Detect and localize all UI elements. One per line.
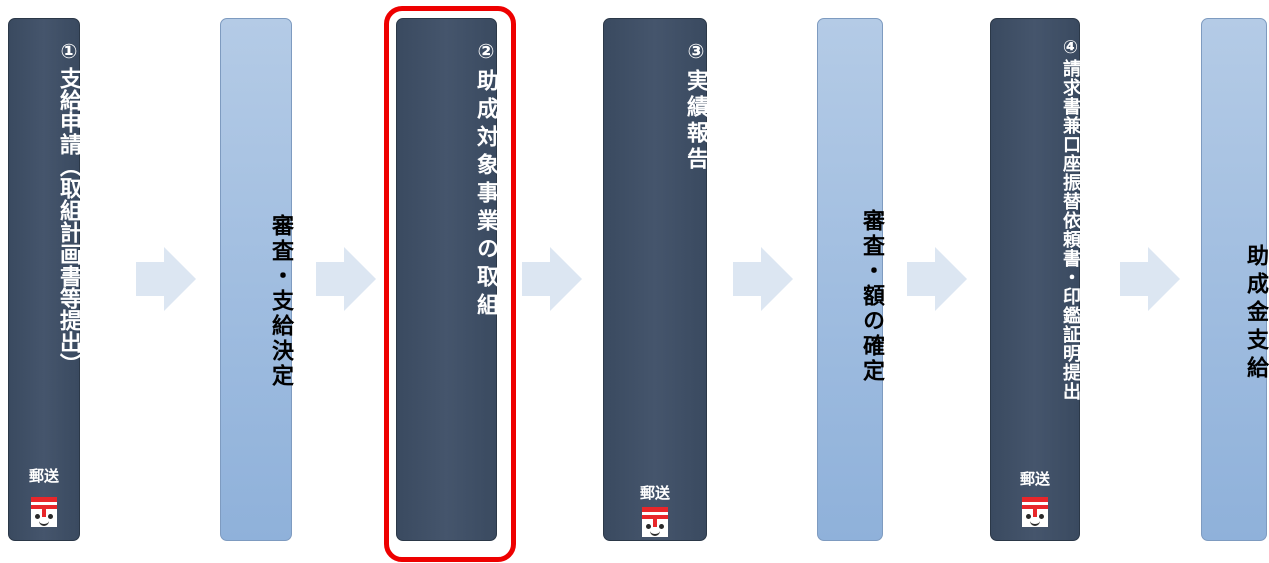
review-approval-column: 審査・支給決定 [220,18,293,541]
right-arrow-icon [316,247,376,311]
review-amount-column: 審査・額の確定 [817,18,884,541]
step-2-column: ② 助成対象事業の取組 [396,18,498,541]
step-2-label: 助成対象事業の取組 [473,69,498,321]
postbox-icon [31,497,57,527]
grant-payment-label: 助成金支給 [1243,244,1268,384]
right-arrow-icon [522,247,582,311]
right-arrow-icon [733,247,793,311]
right-arrow-icon [136,247,196,311]
right-arrow-icon [1120,247,1180,311]
grant-payment-column: 助成金支給 [1201,18,1268,541]
review-approval-label: 審査・支給決定 [268,214,293,389]
step-1-number: ① [57,39,81,66]
mail-label-3: 郵送 [639,484,670,502]
mail-label-1: 郵送 [28,467,59,485]
postbox-icon [642,507,668,537]
mail-label-4: 郵送 [1019,470,1050,488]
step-3-label: 実績報告 [683,69,708,173]
step-1-column: ① 支給申請（取組計画書等提出） 郵送 [8,18,81,541]
step-3-number: ③ [684,39,708,66]
step-4-column: ④ 請求書兼口座振替依頼書・印鑑証明提出 郵送 [990,18,1081,541]
step-3-column: ③ 実績報告 郵送 [603,18,708,541]
current-step-highlight [384,6,516,562]
right-arrow-icon [907,247,967,311]
step-1-label: 支給申請（取組計画書等提出） [56,67,81,375]
step-4-number: ④ [1060,37,1081,60]
step-2-number: ② [474,39,498,66]
postbox-icon [1022,497,1048,527]
step-4-label: 請求書兼口座振替依頼書・印鑑証明提出 [1060,59,1081,401]
review-amount-label: 審査・額の確定 [859,209,884,384]
